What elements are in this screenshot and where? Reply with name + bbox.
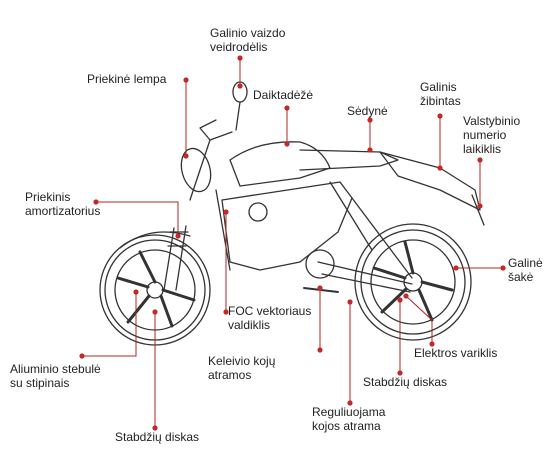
rear-wheel [355,224,471,340]
leader-keleivio-koju-atramos-dot-end [317,285,322,290]
leader-galine-sake-dot-start [500,265,505,270]
leader-foc-vektoriaus-valdiklis-dot-end [223,209,228,214]
label-galinis-zibintas: Galinis žibintas [420,80,461,108]
leader-galinio-vaizdo-veidrodelis-dot-start [237,55,242,60]
label-elektros-variklis: Elektros variklis [414,346,497,360]
label-keleivio-koju-atramos: Keleivio kojų atramos [208,354,275,382]
label-stabdziu-diskas-galinis: Stabdžių diskas [363,375,447,389]
leader-aliuminio-stebule-dot-end [133,289,138,294]
leader-sedyne-dot-start [367,117,372,122]
leader-valstybinio-numerio-laikiklis-dot-end [477,203,482,208]
tank-shape [230,142,330,186]
label-foc-vektoriaus-valdiklis: FOC vektoriaus valdiklis [228,304,311,332]
leader-valstybinio-numerio-laikiklis-dot-start [477,157,482,162]
label-priekinis-amortizatorius: Priekinis amortizatorius [25,190,100,218]
label-daiktadeze: Daiktadėžė [253,88,313,102]
leader-galinis-zibintas-dot-start [437,113,442,118]
leader-reguliuojama-kojos-atrama-dot-end [347,299,352,304]
leader-priekinis-amortizatorius-dot-end [175,233,180,238]
leader-priekine-lempa-dot-start [183,77,188,82]
label-galine-sake: Galinė šakė [508,256,543,284]
leader-stabdziu-diskas-galinis-dot-end [397,297,402,302]
leader-elektros-variklis-dot-end [403,293,408,298]
leader-priekine-lempa-dot-end [183,153,188,158]
leader-priekinis-amortizatorius [96,202,178,236]
leader-aliuminio-stebule-dot-start [79,353,84,358]
label-sedyne: Sėdynė [347,104,388,118]
label-valstybinio-numerio-laikiklis: Valstybinio numerio laikiklis [463,114,520,156]
leader-elektros-variklis [406,296,432,344]
leader-stabdziu-diskas-priekinis-dot-end [152,309,157,314]
leader-galinio-vaizdo-veidrodelis-dot-end [237,83,242,88]
leader-daiktadeze-dot-start [284,105,289,110]
headlight-shape [177,145,215,195]
motor-pulley [306,250,334,278]
handlebar-lines [190,120,232,200]
leader-daiktadeze-dot-end [284,141,289,146]
leader-galine-sake-dot-end [453,265,458,270]
leader-sedyne-dot-end [367,147,372,152]
label-reguliuojama-kojos-atrama: Reguliuojama kojos atrama [312,405,385,433]
label-galinio-vaizdo-veidrodelis: Galinio vaizdo veidrodėlis [210,26,285,54]
label-priekine-lempa: Priekinė lempa [87,72,166,86]
label-stabdziu-diskas-priekinis: Stabdžių diskas [115,430,199,444]
leader-keleivio-koju-atramos-dot-start [317,347,322,352]
label-aliuminio-stebule: Aliuminio stebulė su stipinais [10,362,101,390]
leader-galinis-zibintas-dot-end [437,165,442,170]
leader-aliuminio-stebule [82,292,136,356]
front-fork-lines [164,226,186,290]
